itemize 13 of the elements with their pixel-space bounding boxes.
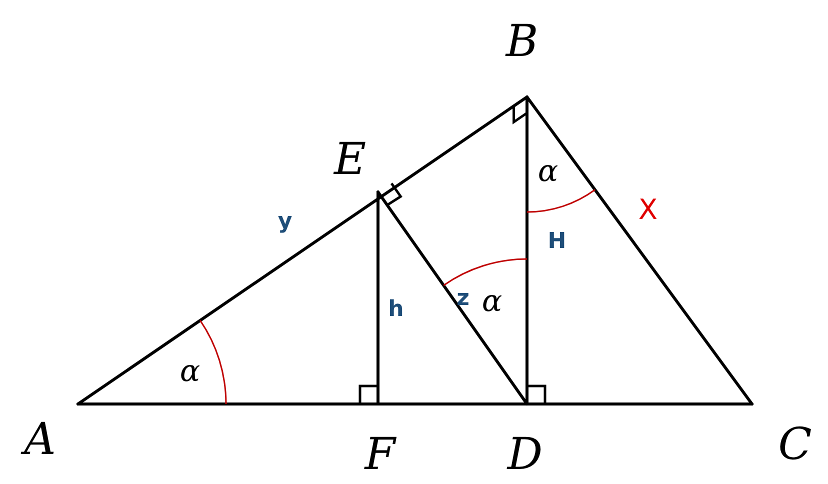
point-label: E (334, 138, 366, 182)
point-label: D (507, 433, 543, 477)
segment-label: X (638, 196, 658, 224)
point-label: C (778, 423, 812, 467)
point-label: B (506, 20, 538, 64)
segment-label: z (456, 288, 470, 310)
angle-label: α (538, 157, 558, 187)
angle-label: α (180, 357, 200, 387)
segment-label: H (548, 231, 566, 253)
segment-label: h (388, 299, 404, 321)
angle-label: α (482, 287, 502, 317)
point-label: F (364, 433, 396, 477)
segment-label: y (278, 211, 292, 233)
